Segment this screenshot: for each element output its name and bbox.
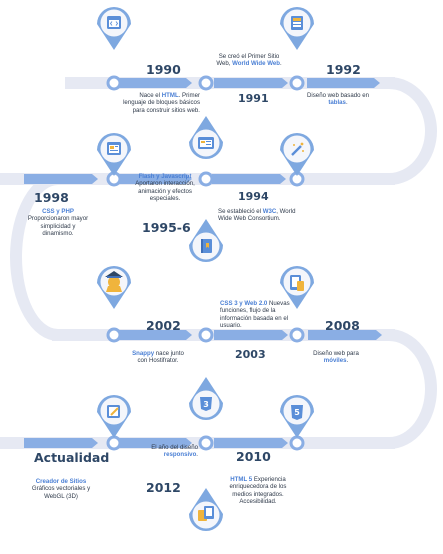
year-1994: 1994 xyxy=(238,190,269,203)
desc-actualidad-post: Gráficos vectoriales y WebGL (3D) xyxy=(31,485,91,500)
svg-text:3: 3 xyxy=(203,400,209,409)
desc-2002-highlight: Snappy xyxy=(132,350,155,357)
pin-1990 xyxy=(97,7,131,50)
pin-2010: 5 xyxy=(280,395,314,438)
desc-2003-highlight: CSS 3 y Web 2.0 xyxy=(220,300,268,307)
desc-1998: CSS y PHP Proporcionaron mayor simplicid… xyxy=(26,208,90,238)
svg-text:5: 5 xyxy=(294,408,300,417)
desc-2010-highlight: HTML 5 xyxy=(230,476,253,483)
year-2012: 2012 xyxy=(146,480,181,495)
pin-2002 xyxy=(97,266,131,309)
desc-1990-highlight: HTML xyxy=(161,92,179,99)
pin-1992 xyxy=(280,7,314,50)
desc-1992-highlight: tablas xyxy=(328,99,346,107)
desc-2008: Diseño web para móviles. xyxy=(306,350,366,365)
desc-2012-post: . xyxy=(196,451,198,459)
year-1992: 1992 xyxy=(326,62,361,77)
desc-1994-pre: Se estableció el xyxy=(218,208,263,215)
year-2003: 2003 xyxy=(235,348,266,361)
pin-1995-6 xyxy=(97,133,131,176)
book-icon xyxy=(201,239,212,253)
desc-2002: Snappy nace junto con Hostifrator. xyxy=(128,350,188,365)
desc-2012: El año del diseño responsivo. xyxy=(128,444,198,459)
pin-2012 xyxy=(97,395,131,438)
pin-1998 xyxy=(189,219,223,262)
desc-2003: CSS 3 y Web 2.0 Nuevas funciones, flujo … xyxy=(220,300,298,330)
desc-actualidad: Creador de Sitios Gráficos vectoriales y… xyxy=(26,478,96,500)
track-accents xyxy=(24,78,382,448)
desc-1995-6-post: Aportaron interacción, animación y efect… xyxy=(135,180,195,203)
desc-2002-post: nace junto con Hostifrator. xyxy=(137,350,184,365)
html5-icon: 5 xyxy=(291,405,303,420)
desc-1995-6: Flash y Javascript Aportaron interacción… xyxy=(126,173,204,203)
year-1990: 1990 xyxy=(146,62,181,77)
desc-actualidad-highlight: Creador de Sitios xyxy=(35,478,87,485)
desc-2012-highlight: responsivo xyxy=(163,451,197,459)
mobile-devices-icon xyxy=(290,275,304,291)
desc-1990-pre: Nace el xyxy=(139,92,162,99)
desc-1998-highlight: CSS y PHP xyxy=(42,208,74,215)
browser-window-icon xyxy=(107,142,121,155)
pin-1991 xyxy=(189,116,223,159)
desc-1992: Diseño web basado en tablas. xyxy=(306,92,370,107)
year-1998: 1998 xyxy=(34,190,69,205)
pin-2008 xyxy=(280,266,314,309)
year-actualidad: Actualidad xyxy=(34,450,110,465)
pin-actualidad xyxy=(189,488,223,531)
desc-1994: Se estableció el W3C, World Wide Web Con… xyxy=(218,208,296,223)
desc-1994-highlight: W3C xyxy=(262,208,277,215)
magic-wand-icon xyxy=(291,142,304,156)
desc-1992-pre: Diseño web basado en xyxy=(307,92,369,99)
year-2002: 2002 xyxy=(146,318,181,333)
desc-2012-pre: El año del diseño xyxy=(151,444,198,451)
desc-1991: Se creó el Primer Sitio Web, World Wide … xyxy=(214,53,284,68)
desc-1994-post: , World Wide Web Consortium. xyxy=(218,208,296,223)
year-1995-6: 1995-6 xyxy=(142,220,191,235)
desc-2008-pre: Diseño web para xyxy=(313,350,359,357)
year-2008: 2008 xyxy=(325,318,360,333)
desc-2010: HTML 5 Experiencia enriquecedora de los … xyxy=(222,476,294,506)
design-tablet-icon xyxy=(107,405,120,418)
website-layout-icon xyxy=(198,137,214,149)
year-2010: 2010 xyxy=(236,449,271,464)
year-1991: 1991 xyxy=(238,92,269,105)
desc-1990: Nace el HTML. Primer lenguaje de bloques… xyxy=(122,92,200,114)
desc-1991-post: . xyxy=(279,60,282,68)
desc-1991-highlight: World Wide Web xyxy=(232,60,280,68)
desc-1992-post: . xyxy=(345,99,348,107)
desc-2008-post: . xyxy=(346,357,349,365)
desc-1995-6-highlight: Flash y Javascript xyxy=(138,173,192,180)
code-window-icon xyxy=(107,16,121,29)
desc-2003-post: Nuevas funciones, flujo de la informació… xyxy=(220,300,290,330)
desc-2010-post: Experiencia enriquecedora de los medios … xyxy=(229,476,287,506)
timeline-track xyxy=(0,77,437,449)
pin-1994 xyxy=(280,133,314,176)
desc-1991-pre: Se creó el Primer Sitio Web, xyxy=(216,53,280,68)
table-icon xyxy=(291,16,303,30)
desc-1998-post: Proporcionaron mayor simplicidad y dinam… xyxy=(27,215,89,238)
wizard-mascot-icon xyxy=(105,271,123,292)
desc-1990-post: . Primer lenguaje de bloques básicos par… xyxy=(123,92,200,114)
responsive-design-icon xyxy=(198,506,214,521)
pin-2003: 3 xyxy=(189,377,223,420)
css3-icon: 3 xyxy=(200,397,212,411)
desc-2008-highlight: móviles xyxy=(323,357,347,365)
